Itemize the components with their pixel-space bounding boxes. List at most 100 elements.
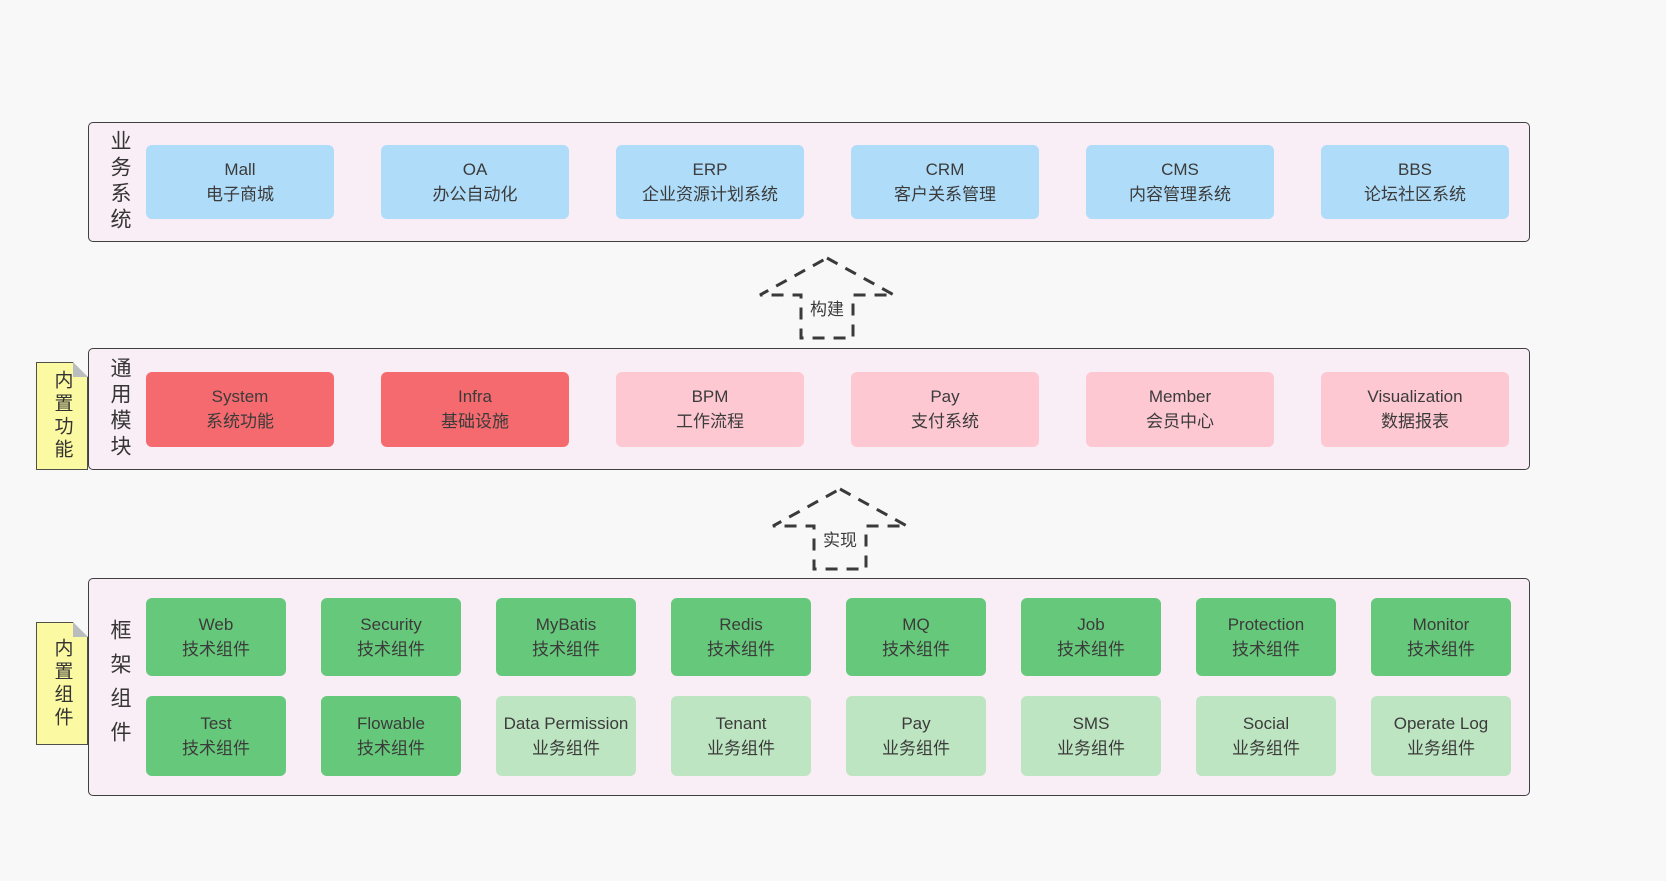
node-operate-log: Operate Log 业务组件 [1371, 696, 1511, 776]
node-subtitle: 支付系统 [911, 412, 979, 431]
node-oa: OA 办公自动化 [381, 145, 569, 219]
node-title: ERP [692, 159, 728, 179]
up-arrow-implement: 实现 [770, 485, 910, 573]
node-subtitle: 企业资源计划系统 [642, 185, 778, 204]
arrow-implement-label: 实现 [820, 525, 860, 552]
node-subtitle: 内容管理系统 [1129, 185, 1231, 204]
node-subtitle: 技术组件 [707, 640, 775, 659]
node-subtitle: 客户关系管理 [894, 185, 996, 204]
node-title: CRM [925, 159, 965, 179]
arrow-build-label: 构建 [807, 294, 847, 321]
node-subtitle: 业务组件 [707, 739, 775, 758]
folded-corner [73, 362, 88, 377]
node-system: System 系统功能 [146, 371, 334, 447]
node-subtitle: 技术组件 [1057, 640, 1125, 659]
node-subtitle: 系统功能 [206, 412, 274, 431]
node-title: Social [1242, 713, 1290, 733]
node-subtitle: 技术组件 [182, 739, 250, 758]
node-sms: SMS 业务组件 [1021, 696, 1161, 776]
node-subtitle: 工作流程 [676, 412, 744, 431]
node-subtitle: 技术组件 [357, 739, 425, 758]
node-title: SMS [1072, 713, 1110, 733]
node-title: Tenant [715, 713, 767, 733]
node-title: OA [462, 159, 488, 179]
node-flowable: Flowable 技术组件 [321, 696, 461, 776]
node-title: Operate Log [1393, 713, 1489, 733]
node-title: Job [1077, 614, 1105, 634]
node-pay: Pay 业务组件 [846, 696, 986, 776]
node-subtitle: 电子商城 [206, 185, 274, 204]
node-subtitle: 技术组件 [182, 640, 250, 659]
sticky-note-built-in-features: 内置功能 [36, 362, 88, 470]
sticky-note-built-in-components: 内置组件 [36, 622, 88, 745]
node-subtitle: 业务组件 [532, 739, 600, 758]
sticky-note-label: 内置组件 [51, 637, 73, 730]
node-subtitle: 业务组件 [1057, 739, 1125, 758]
layer-common-modules: 通用模块 System 系统功能 Infra 基础设施 BPM 工作流程 Pay 支付系统 Me… [88, 348, 1530, 470]
node-title: Pay [901, 713, 931, 733]
node-title: CMS [1161, 159, 1199, 179]
node-title: Mall [224, 159, 256, 179]
node-subtitle: 论坛社区系统 [1364, 185, 1466, 204]
node-row: Mall 电子商城 OA 办公自动化 ERP 企业资源计划系统 CRM 客户关系管理 CMS 内容… [146, 145, 1509, 219]
node-bbs: BBS 论坛社区系统 [1321, 145, 1509, 219]
node-test: Test 技术组件 [146, 696, 286, 776]
node-security: Security 技术组件 [321, 598, 461, 676]
node-title: BPM [691, 386, 729, 406]
node-title: Pay [930, 386, 960, 406]
node-erp: ERP 企业资源计划系统 [616, 145, 804, 219]
node-infra: Infra 基础设施 [381, 371, 569, 447]
node-title: Visualization [1367, 386, 1463, 406]
node-subtitle: 基础设施 [441, 412, 509, 431]
layer-business-nodes: Mall 电子商城 OA 办公自动化 ERP 企业资源计划系统 CRM 客户关系管理 CMS 内容… [146, 145, 1509, 219]
node-title: Infra [457, 386, 493, 406]
node-title: System [211, 386, 269, 406]
node-pay: Pay 支付系统 [851, 371, 1039, 447]
node-subtitle: 数据报表 [1381, 412, 1449, 431]
node-title: Member [1148, 386, 1212, 406]
node-row: System 系统功能 Infra 基础设施 BPM 工作流程 Pay 支付系统 Member 会… [146, 371, 1509, 447]
node-title: MQ [902, 614, 930, 634]
node-title: Monitor [1412, 614, 1470, 634]
node-tenant: Tenant 业务组件 [671, 696, 811, 776]
node-title: Flowable [356, 713, 426, 733]
node-title: Test [200, 713, 232, 733]
node-mall: Mall 电子商城 [146, 145, 334, 219]
node-member: Member 会员中心 [1086, 371, 1274, 447]
node-title: Data Permission [503, 713, 629, 733]
node-subtitle: 办公自动化 [432, 185, 518, 204]
node-subtitle: 技术组件 [1232, 640, 1300, 659]
node-title: MyBatis [535, 614, 597, 634]
layer-modules-title: 通用模块 [108, 357, 131, 461]
node-cms: CMS 内容管理系统 [1086, 145, 1274, 219]
node-subtitle: 业务组件 [1232, 739, 1300, 758]
node-subtitle: 业务组件 [1407, 739, 1475, 758]
node-job: Job 技术组件 [1021, 598, 1161, 676]
node-crm: CRM 客户关系管理 [851, 145, 1039, 219]
node-subtitle: 会员中心 [1146, 412, 1214, 431]
node-protection: Protection 技术组件 [1196, 598, 1336, 676]
node-subtitle: 技术组件 [357, 640, 425, 659]
node-visualization: Visualization 数据报表 [1321, 371, 1509, 447]
folded-corner [73, 622, 88, 637]
node-title: Security [360, 614, 422, 634]
layer-modules-nodes: System 系统功能 Infra 基础设施 BPM 工作流程 Pay 支付系统 Member 会… [146, 371, 1509, 447]
node-subtitle: 技术组件 [532, 640, 600, 659]
up-arrow-build: 构建 [757, 254, 897, 342]
node-title: Protection [1227, 614, 1305, 634]
node-title: BBS [1397, 159, 1433, 179]
node-redis: Redis 技术组件 [671, 598, 811, 676]
layer-components-title: 框架组件 [108, 619, 131, 755]
node-bpm: BPM 工作流程 [616, 371, 804, 447]
node-subtitle: 业务组件 [882, 739, 950, 758]
node-title: Redis [719, 614, 763, 634]
